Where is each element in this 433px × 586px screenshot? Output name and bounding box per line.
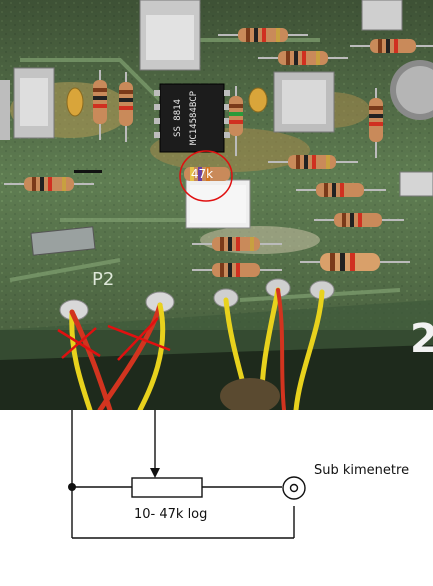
output-label: Sub kimenetre — [314, 463, 409, 478]
schematic-diagram: Sub kimenetre 10- 47k log — [0, 410, 433, 586]
edge-digit: 2 — [410, 316, 433, 362]
junction-dot — [68, 483, 76, 491]
pot-label: 10- 47k log — [134, 507, 207, 522]
electrolytic-capacitor — [390, 60, 433, 120]
highlight-circle — [179, 150, 233, 202]
red-x-marks — [57, 317, 171, 361]
resistors — [4, 28, 433, 277]
output-jack — [282, 476, 306, 500]
ic-marking-2: SS 8814 — [173, 99, 183, 137]
ic-chip: MC14584BCP SS 8814 — [154, 83, 230, 153]
output-jack-center — [289, 483, 299, 493]
ic-marking-1: MC14584BCP — [189, 90, 199, 145]
marker-dash — [74, 170, 102, 173]
coil — [220, 378, 280, 410]
pcb-photo: MC14584BCP SS 8814 — [0, 0, 433, 410]
pad-label: P2 — [92, 269, 114, 290]
resistor-label: 47k — [191, 167, 213, 181]
wiper-arrow — [150, 468, 160, 478]
potentiometer — [131, 477, 203, 498]
ceramic-capacitors — [66, 87, 268, 117]
shielded-components — [0, 0, 433, 256]
resistor-47k — [184, 167, 230, 181]
